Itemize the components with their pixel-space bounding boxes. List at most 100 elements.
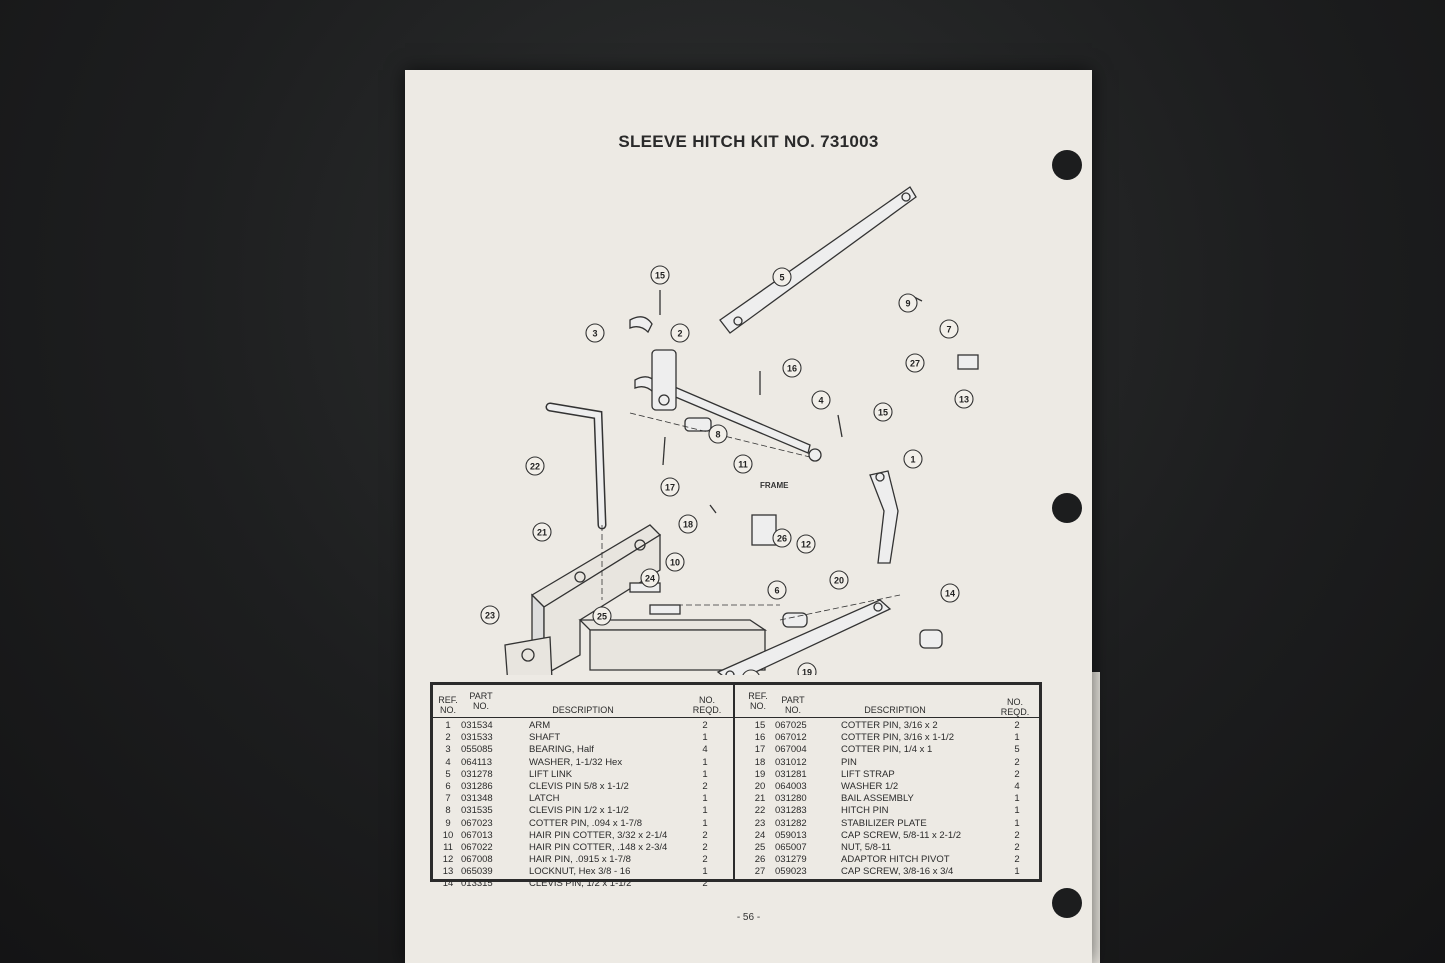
callout-14: 14 [940,583,960,603]
callout-12: 12 [796,534,816,554]
svg-text:27: 27 [910,359,920,369]
svg-text:15: 15 [655,271,665,281]
ref-number: 24 [754,829,766,841]
part-number: 031533 [461,732,493,744]
part-description: CLEVIS PIN 5/8 x 1-1/2 [529,780,629,792]
part-number: 059013 [775,829,807,841]
frame-label: FRAME [760,481,789,490]
ref-number: 8 [445,805,451,817]
quantity-required: 1 [702,732,708,744]
svg-text:2: 2 [677,329,682,339]
parts-list-table: REF. NO. PART NO. DESCRIPTION NO. REQD. … [430,682,1042,889]
svg-text:26: 26 [777,534,787,544]
quantity-required: 1 [1014,793,1020,805]
quantity-required: 1 [702,756,708,768]
manual-page: SLEEVE HITCH KIT NO. 731003 [405,70,1092,963]
quantity-required: 5 [1014,744,1020,756]
table-header: REF. NO. PART NO. DESCRIPTION NO. REQD. [433,689,733,718]
part-number: 067025 [775,720,807,731]
svg-text:15: 15 [878,408,888,418]
svg-text:18: 18 [683,520,693,530]
quantity-required: 2 [702,829,708,841]
callout-1: 1 [903,449,923,469]
svg-text:6: 6 [774,586,779,596]
ref-number: 26 [754,854,766,866]
callout-20: 20 [829,570,849,590]
svg-text:14: 14 [945,589,955,599]
svg-text:5: 5 [779,273,784,283]
parts-list-left-column: REF. NO. PART NO. DESCRIPTION NO. REQD. … [433,685,735,889]
svg-text:8: 8 [715,430,720,440]
part-number: 031283 [775,805,807,817]
lift-strap-part [716,599,892,675]
table-header: REF. NO. PART NO. DESCRIPTION NO. REQD. [735,689,1039,718]
part-number: 067004 [775,744,807,756]
part-number: 031286 [461,780,493,792]
part-number: 031535 [461,805,493,817]
callout-22: 22 [525,456,545,476]
hitch-pin-part [545,402,607,530]
half-bearing-part [629,316,653,334]
callout-20: 20 [742,669,760,676]
lift-link-part [719,186,917,334]
quantity-required: 2 [702,878,708,890]
callout-2: 2 [670,323,690,343]
part-description: COTTER PIN, 3/16 x 1-1/2 [841,732,954,744]
part-description: ARM [529,720,551,731]
callout-26: 26 [772,528,792,548]
callout-27: 27 [905,353,925,373]
quantity-required: 1 [702,817,708,829]
part-description: NUT, 5/8-11 [841,841,891,853]
svg-text:20: 20 [834,576,844,586]
stabilizer-plate-part [504,636,553,675]
callout-5: 5 [772,267,792,287]
part-description: LOCKNUT, Hex 3/8 - 16 [529,866,631,878]
svg-text:22: 22 [530,462,540,472]
svg-text:20: 20 [746,675,756,676]
svg-text:7: 7 [946,325,951,335]
svg-text:12: 12 [801,540,811,550]
part-description: ADAPTOR HITCH PIVOT [841,854,950,866]
part-number: 031534 [461,720,493,731]
callout-18: 18 [678,514,698,534]
part-description: CLEVIS PIN, 1/2 x 1-1/2 [529,878,632,890]
ref-number: 1 [445,720,451,731]
part-number: 064113 [461,756,492,768]
part-number: 031348 [461,793,493,805]
part-number: 067023 [461,817,493,829]
callout-11: 11 [733,454,753,474]
ref-number: 6 [445,780,451,792]
callout-25: 25 [592,606,612,626]
svg-text:3: 3 [592,329,597,339]
part-description: WASHER, 1-1/32 Hex [529,756,623,768]
quantity-required: 2 [1014,720,1020,731]
ref-number: 25 [754,841,766,853]
quantity-required: 1 [702,793,708,805]
part-number: 067008 [461,854,493,866]
callout-15: 15 [873,402,893,422]
callout-23: 23 [480,605,500,625]
part-number: 055085 [461,744,493,756]
ref-number: 27 [754,866,766,878]
part-number: 067012 [775,732,807,744]
part-number: 067013 [461,829,493,841]
